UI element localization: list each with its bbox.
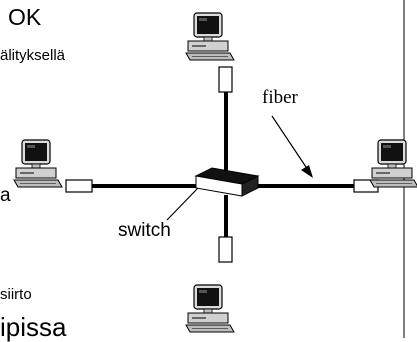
fiber-arrowhead [301,165,313,178]
connector-top [218,66,233,93]
body-text-a: a [0,185,11,206]
desktop-computer-icon [185,12,235,61]
fiber-label: fiber [262,87,298,108]
body-text-siirto: siirto [0,286,32,303]
fiber-pointer-line [271,115,309,171]
body-text-ipissa: ipissa [0,312,67,342]
network-switch-icon [194,167,260,197]
connector-bottom [218,236,233,263]
desktop-computer-icon [13,139,63,188]
desktop-computer-icon [369,139,417,188]
connector-left [65,179,93,193]
switch-label: switch [118,220,171,241]
switch-pointer-line [166,187,199,221]
body-text-valityksella: älityksellä [0,47,66,64]
desktop-computer-icon [185,284,235,333]
heading-text-ok: OK [8,4,42,30]
